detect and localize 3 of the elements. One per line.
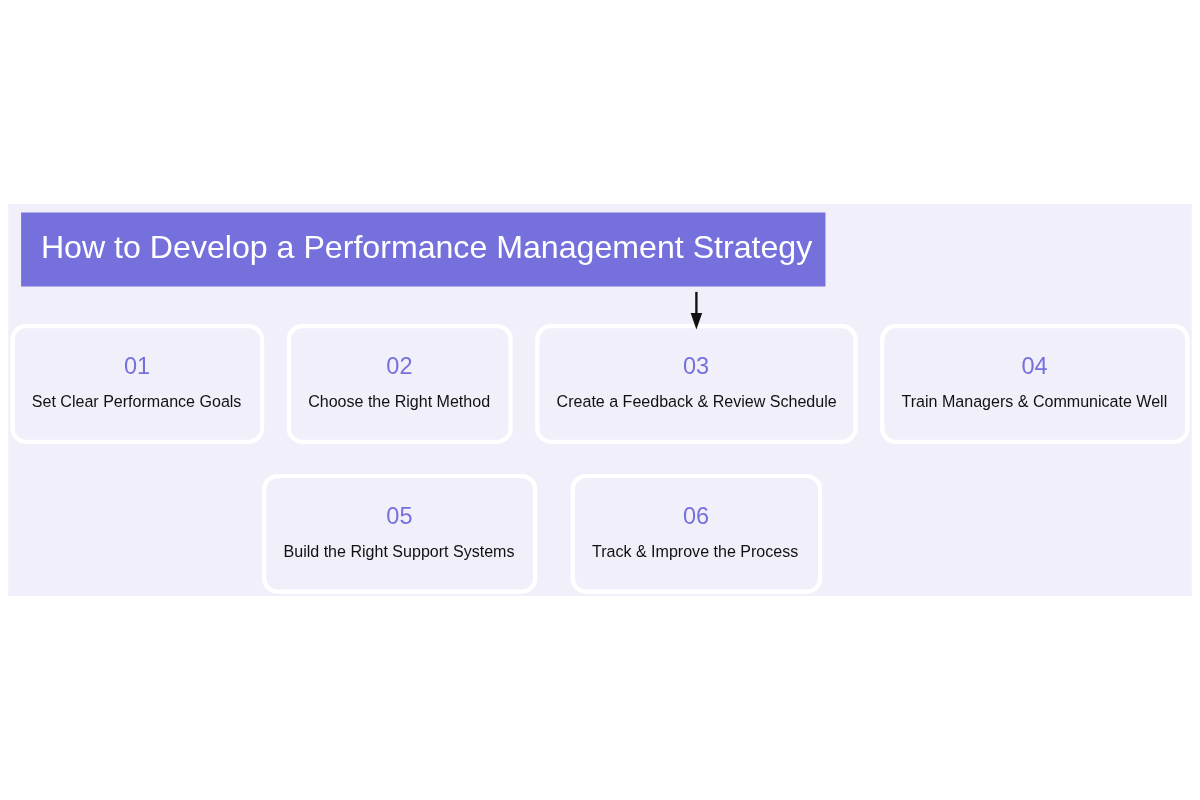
diagram-title: How to Develop a Performance Management Strategy [40,229,813,266]
node-box: 03 Create a Feedback & Review Schedule [535,323,858,444]
arrow [690,291,703,330]
